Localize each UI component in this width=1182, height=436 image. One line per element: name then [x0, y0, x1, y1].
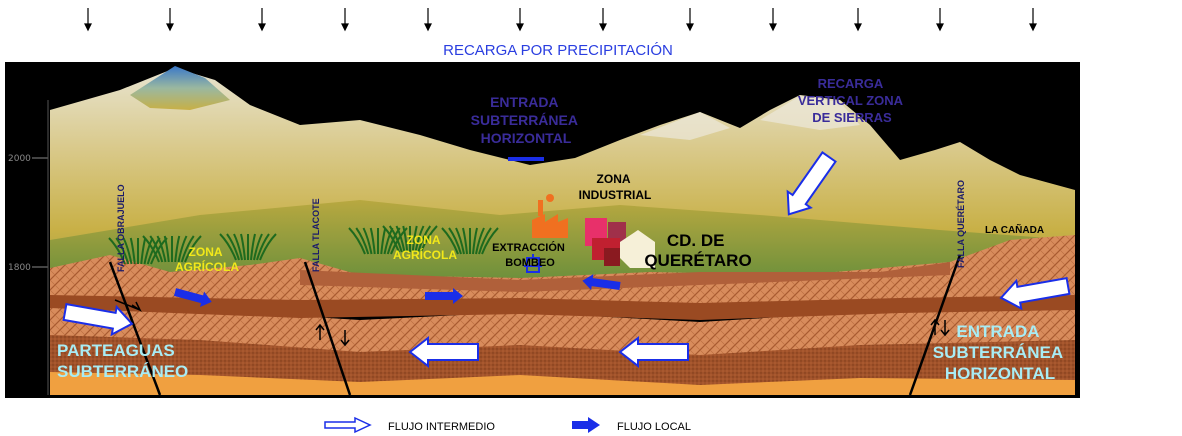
label-recarga-vertical: RECARGA VERTICAL ZONA DE SIERRAS — [798, 76, 906, 125]
label-zona-agricola-1: ZONA AGRÍCOLA — [175, 245, 239, 274]
pump-well — [524, 254, 542, 273]
flow-arrows — [62, 151, 1071, 369]
label-falla-obrajuelo: FALLA OBRAJUELO — [116, 184, 126, 272]
plant-tuft — [441, 227, 499, 255]
rain-arrow — [258, 8, 266, 32]
flow-arrow-intermedio — [62, 302, 134, 337]
fault-tlacote — [303, 261, 352, 396]
label-entrada-right: ENTRADA SUBTERRÁNEA HORIZONTAL — [933, 322, 1067, 383]
precipitation-arrows — [84, 8, 1037, 32]
rain-arrow — [424, 8, 432, 32]
label-falla-tlacote: FALLA TLACOTE — [311, 198, 321, 272]
mountain-peak-snow — [130, 66, 230, 110]
city-buildings — [585, 218, 655, 268]
fault-displacement-arrows — [114, 299, 950, 347]
label-zona-agricola-2: ZONA AGRÍCOLA — [393, 233, 457, 262]
elevation-axis: 2000 1800 — [8, 100, 49, 395]
legend: FLUJO INTERMEDIO FLUJO LOCAL — [324, 416, 691, 434]
label-falla-queretaro: FALLA QUERÉTARO — [956, 180, 966, 268]
rain-arrow — [686, 8, 694, 32]
legend-local-label: FLUJO LOCAL — [617, 421, 691, 433]
axis-tick-1800: 1800 — [8, 263, 31, 273]
fault-obrajuelo — [108, 261, 162, 396]
rain-arrow — [1029, 8, 1037, 32]
label-extraccion: EXTRACCIÓN BOMBEO — [492, 241, 568, 269]
label-zona-industrial: ZONA INDUSTRIAL — [579, 172, 652, 202]
flow-arrow-local — [425, 288, 463, 304]
flow-arrow-intermedio — [618, 335, 689, 369]
labels: ENTRADA SUBTERRÁNEA HORIZONTAL RECARGA V… — [57, 76, 1067, 383]
plant-tuft — [382, 225, 438, 253]
legend-local-icon — [572, 417, 600, 433]
stratum-upper-hatched — [50, 235, 1075, 303]
entrada-horizontal-marker — [508, 157, 544, 161]
rain-arrow — [516, 8, 524, 32]
flow-arrow-local — [582, 274, 621, 291]
flow-arrow-intermedio — [786, 151, 837, 216]
rain-arrow — [936, 8, 944, 32]
label-parteaguas: PARTEAGUAS SUBTERRÁNEO — [57, 341, 188, 381]
industrial-buildings — [532, 194, 568, 238]
vegetation — [108, 225, 499, 265]
mountain-ridge-light — [640, 96, 860, 140]
flow-arrow-intermedio — [999, 276, 1071, 311]
legend-intermedio-icon — [324, 416, 372, 434]
rain-arrow — [84, 8, 92, 32]
axis-tick-2000: 2000 — [8, 154, 31, 164]
flow-arrow-intermedio — [408, 335, 479, 369]
title-recarga-precipitacion: RECARGA POR PRECIPITACIÓN — [443, 42, 673, 59]
rain-arrow — [341, 8, 349, 32]
label-cd-queretaro: CD. DE QUERÉTARO — [644, 231, 751, 270]
legend-intermedio-label: FLUJO INTERMEDIO — [388, 421, 495, 433]
rain-arrow — [854, 8, 862, 32]
label-entrada-top: ENTRADA SUBTERRÁNEA HORIZONTAL — [471, 94, 582, 146]
rain-arrow — [599, 8, 607, 32]
plant-tuft — [219, 233, 277, 261]
stratum-top-dark — [300, 262, 950, 292]
flow-arrow-local — [173, 288, 212, 307]
plant-tuft — [142, 235, 202, 263]
rain-arrow — [769, 8, 777, 32]
rain-arrow — [166, 8, 174, 32]
label-la-canada: LA CAÑADA — [985, 223, 1044, 236]
